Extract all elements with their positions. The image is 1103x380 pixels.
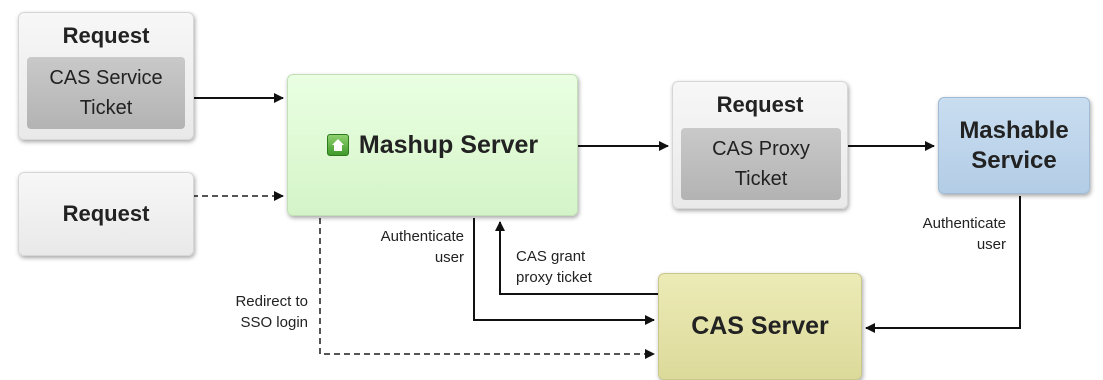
request-service-ticket-box: Request CAS Service Ticket — [18, 12, 194, 140]
arrow-redirect-sso-login — [319, 218, 655, 359]
authenticate-user-left-line1: Authenticate — [380, 228, 464, 245]
cas-service-ticket-box: CAS Service Ticket — [27, 57, 185, 129]
authenticate-user-right-line2: user — [976, 236, 1006, 253]
mashable-service-line1: Mashable — [959, 116, 1069, 144]
authenticate-user-right-line1: Authenticate — [922, 215, 1006, 232]
mashup-server-box: Mashup Server — [287, 74, 578, 216]
cas-service-ticket-line1: CAS Service — [49, 67, 163, 89]
cas-grant-line1: CAS grant — [516, 248, 586, 265]
arrow-mashable-authenticate-to-cas — [865, 196, 1021, 333]
cas-server-box: CAS Server — [658, 273, 862, 380]
redirect-sso-line1: Redirect to — [235, 293, 308, 310]
cas-proxy-ticket-box: CAS Proxy Ticket — [681, 128, 841, 200]
request-proxy-ticket-box: Request CAS Proxy Ticket — [672, 81, 848, 209]
request-plain-label: Request — [62, 201, 150, 226]
authenticate-user-left-label: Authenticate user — [340, 226, 464, 268]
authenticate-user-right-label: Authenticate user — [878, 213, 1006, 255]
cas-service-ticket-line2: Ticket — [79, 97, 133, 119]
cas-proxy-ticket-line1: CAS Proxy — [712, 138, 810, 160]
redirect-sso-label: Redirect to SSO login — [200, 291, 308, 333]
mashable-service-line2: Service — [971, 146, 1057, 174]
cas-grant-line2: proxy ticket — [516, 269, 592, 286]
redirect-sso-line2: SSO login — [240, 314, 308, 331]
cas-grant-label: CAS grant proxy ticket — [516, 246, 646, 288]
mashable-service-box: Mashable Service — [938, 97, 1090, 194]
request-service-ticket-heading: Request — [62, 23, 150, 48]
request-plain-box: Request — [18, 172, 194, 256]
cas-server-label: CAS Server — [691, 312, 829, 340]
arrow-mashup-authenticate-to-cas — [473, 218, 655, 325]
home-icon — [326, 134, 349, 156]
request-proxy-ticket-heading: Request — [716, 92, 804, 117]
mashup-server-label: Mashup Server — [358, 130, 539, 159]
arrow-cas-grant-proxy-ticket — [495, 221, 658, 295]
cas-proxy-ticket-line2: Ticket — [734, 168, 788, 190]
authenticate-user-left-line2: user — [434, 249, 464, 266]
